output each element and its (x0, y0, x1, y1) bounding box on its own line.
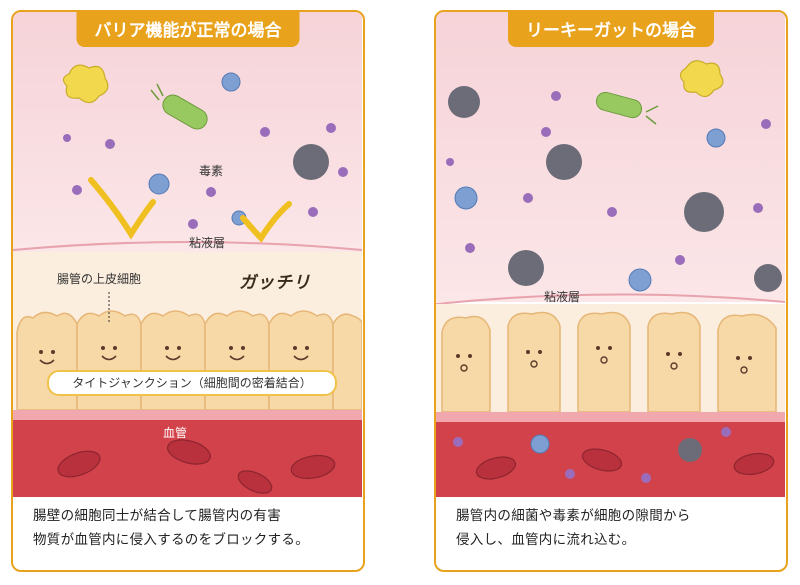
red-blood-cells (475, 448, 775, 480)
germs-purple (63, 123, 348, 229)
epithelial-cell (441, 315, 491, 413)
caption-line: 腸管内の細菌や毒素が細胞の隙間から (456, 508, 691, 524)
block-arrow-left (88, 177, 156, 240)
epithelial-cell (717, 313, 777, 413)
invading-germs-in-vessel (453, 427, 731, 483)
label-blood-vessel: 血管 (163, 426, 188, 440)
label-tight-junction: タイトジャンクション（細胞間の密着結合） (47, 370, 337, 396)
epithelial-cell (507, 311, 561, 413)
epithelial-cell (332, 313, 362, 411)
normal-barrier-illustration (13, 12, 362, 497)
bacterium (150, 83, 208, 130)
label-mucus-layer: 粘液層 (189, 236, 226, 250)
caption-leaky-gut: 腸管内の細菌や毒素が細胞の隙間から 侵入し、血管内に流れ込む。 (436, 504, 786, 552)
caption-normal-barrier: 腸壁の細胞同士が結合して腸管内の有害 物質が血管内に侵入するのをブロックする。 (13, 504, 363, 552)
caption-line: 腸壁の細胞同士が結合して腸管内の有害 (33, 508, 281, 524)
blood-vessel-wall (13, 410, 362, 420)
epithelial-cell (647, 311, 701, 413)
label-mucus-layer: 粘液層 (544, 290, 581, 304)
panel-leaky-gut: リーキーガットの場合 粘液層 腸管内の細菌や毒素が細胞の隙間から 侵入し、血管内… (434, 10, 788, 572)
germs-purple (446, 91, 771, 265)
label-gacchiri: ガッチリ (239, 273, 311, 293)
panel-normal-barrier: バリア機能が正常の場合 毒素 粘液層 腸管の上皮細胞 ガッチリ タイトジャンクシ… (11, 10, 365, 572)
cell-faces (456, 346, 752, 374)
caption-line: 侵入し、血管内に流れ込む。 (456, 532, 636, 548)
blood-vessel-wall (436, 412, 785, 422)
toxins-gray (448, 86, 782, 292)
title-normal-barrier: バリア機能が正常の場合 (76, 12, 300, 47)
label-toxin: 毒素 (199, 164, 224, 178)
leaky-gut-illustration (436, 12, 785, 497)
bacterium (595, 91, 659, 125)
mucus-line (436, 293, 785, 305)
amoeba (62, 64, 109, 104)
caption-line: 物質が血管内に侵入するのをブロックする。 (33, 532, 309, 548)
mucus-line (13, 241, 362, 251)
red-blood-cells (57, 439, 336, 494)
amoeba (679, 60, 724, 98)
title-leaky-gut: リーキーガットの場合 (508, 12, 714, 47)
intestinal-lumen (13, 12, 362, 252)
cell-faces (39, 346, 309, 365)
epithelial-cells (441, 311, 777, 413)
viruses-blue (454, 128, 726, 292)
label-epithelial-cells: 腸管の上皮細胞 (57, 272, 142, 286)
block-arrow-right (240, 201, 292, 243)
intestinal-lumen (436, 12, 785, 302)
toxin-gray (293, 144, 329, 180)
epithelial-cell (577, 311, 631, 413)
